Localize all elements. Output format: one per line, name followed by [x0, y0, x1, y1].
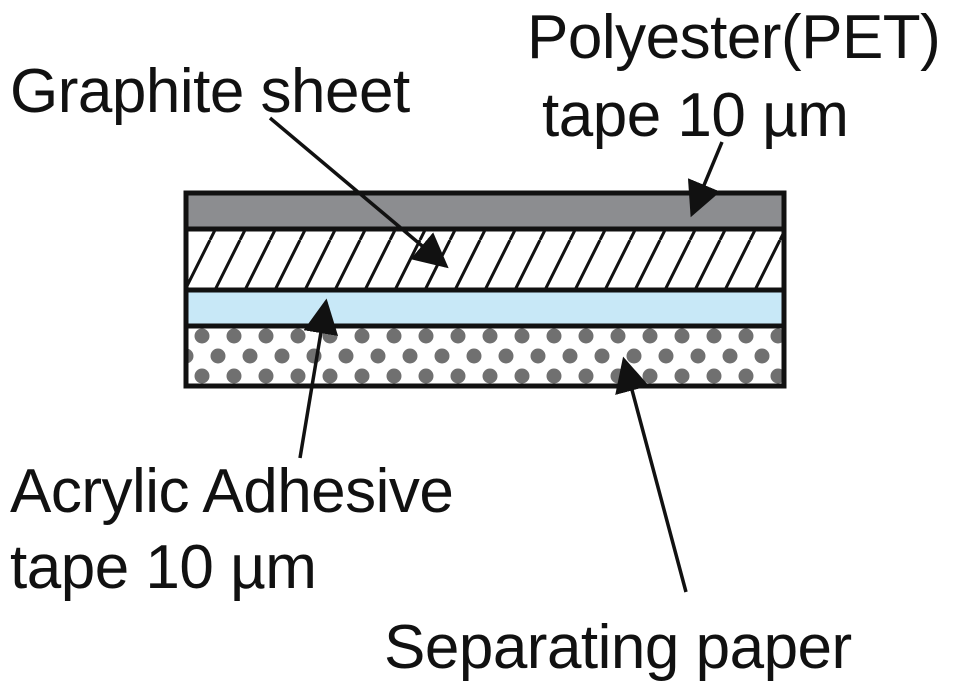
graphite-layer: [183, 226, 787, 293]
pet-leader-line: [687, 141, 724, 218]
graphite-label: Graphite sheet: [10, 57, 410, 126]
separating-leader-line: [615, 356, 688, 593]
pet-label-line2: tape 10 µm: [542, 81, 849, 150]
acrylic-label-line2: tape 10 µm: [10, 533, 317, 602]
acrylic-label-line1: Acrylic Adhesive: [10, 457, 454, 526]
separating-label: Separating paper: [384, 613, 852, 682]
adhesive-layer: [183, 287, 787, 329]
paper-layer: [183, 323, 787, 389]
graphite-leader-line: [268, 116, 449, 269]
adhesive-leader-line: [298, 298, 339, 459]
pet-label-line1: Polyester(PET): [527, 3, 941, 72]
